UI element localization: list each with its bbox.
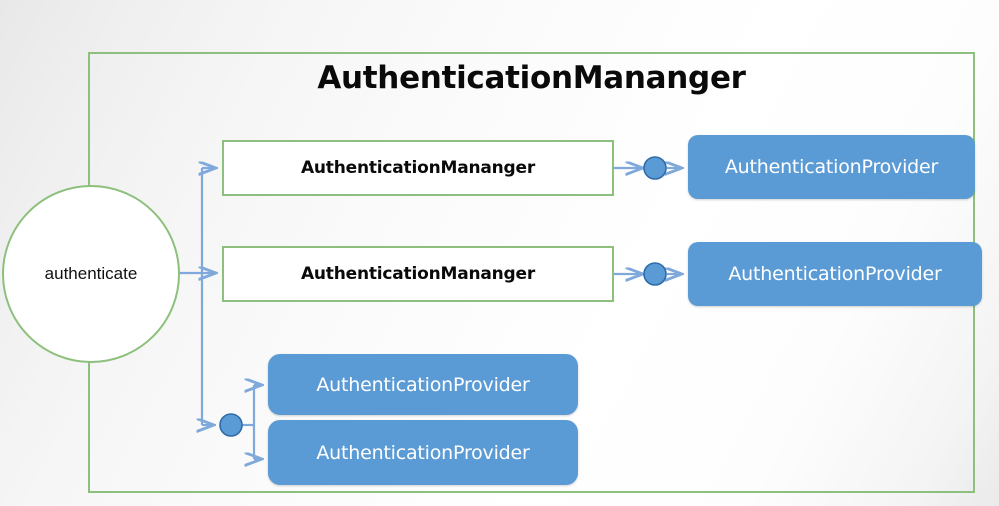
provider-box-2[interactable]: AuthenticationProvider [688,242,982,306]
manager-box-1[interactable]: AuthenticationMananger [222,140,614,196]
provider-box-1-label: AuthenticationProvider [724,156,939,178]
manager-box-1-label: AuthenticationMananger [300,158,536,178]
provider-box-1[interactable]: AuthenticationProvider [688,135,975,199]
authenticate-node-label: authenticate [44,264,138,283]
authenticate-node[interactable]: authenticate [2,185,180,363]
manager-box-2[interactable]: AuthenticationMananger [222,246,614,302]
page-title: AuthenticationMananger [317,60,746,96]
provider-box-3-label: AuthenticationProvider [316,373,530,396]
manager-box-2-label: AuthenticationMananger [300,264,536,284]
provider-box-4-label: AuthenticationProvider [316,441,530,464]
provider-box-4[interactable]: AuthenticationProvider [268,420,578,485]
provider-box-2-label: AuthenticationProvider [728,263,942,285]
provider-box-3[interactable]: AuthenticationProvider [268,354,578,415]
